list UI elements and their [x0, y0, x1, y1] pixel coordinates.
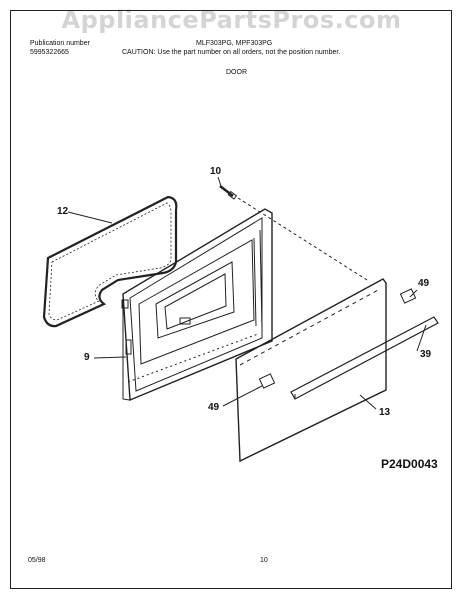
callout-inner-door: 9	[84, 352, 90, 363]
publication-label: Publication number	[30, 40, 90, 47]
footer-date: 05/98	[28, 557, 46, 564]
handle-bracket-bottom	[258, 373, 276, 389]
caution-note: CAUTION: Use the part number on all orde…	[122, 49, 341, 56]
inner-door-frame	[121, 208, 273, 402]
door-gasket	[42, 195, 178, 328]
callout-bracket-bottom: 49	[208, 402, 220, 413]
outer-door-panel	[235, 278, 387, 463]
callout-screw: 10	[210, 166, 222, 177]
callout-gasket: 12	[57, 206, 69, 217]
callout-bracket-top: 49	[418, 278, 430, 289]
model-numbers: MLF303PG, MPF303PG	[196, 40, 273, 47]
callout-handle: 39	[420, 349, 432, 360]
alignment-line	[237, 197, 368, 281]
publication-number: 5995322665	[30, 49, 69, 56]
footer-page-number: 10	[260, 557, 268, 564]
door-screw	[219, 185, 238, 200]
page-border	[10, 10, 452, 589]
section-title: DOOR	[226, 69, 247, 76]
handle-bracket-top	[399, 288, 417, 304]
callout-outer-panel: 13	[379, 407, 391, 418]
door-handle	[290, 316, 439, 400]
diagram-code: P24D0043	[381, 457, 438, 471]
